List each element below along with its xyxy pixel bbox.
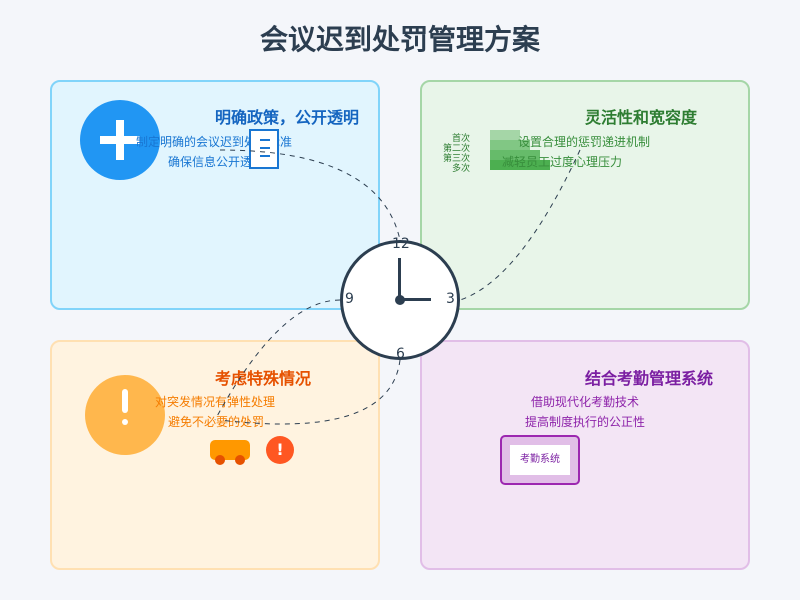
flexibility-title: 灵活性和宽容度 <box>585 108 698 127</box>
clock-center <box>395 295 405 305</box>
flexibility-line-1: 设置合理的惩罚递进机制 <box>518 135 651 149</box>
clock-hour-hand <box>398 258 401 300</box>
system-title: 结合考勤管理系统 <box>585 369 714 388</box>
clock-number-9: 9 <box>345 291 354 307</box>
clock-minute-hand <box>400 298 431 301</box>
connector-special-2 <box>219 359 401 425</box>
quadrant-system <box>420 340 750 570</box>
policy-title: 明确政策，公开透明 <box>215 108 360 127</box>
warning-icon <box>85 375 165 455</box>
step-bar-3 <box>490 150 540 160</box>
connector-policy <box>219 149 401 241</box>
clock-number-3: 3 <box>446 291 455 307</box>
clock-number-6: 6 <box>396 346 405 362</box>
step-bar-1 <box>490 130 520 140</box>
step-bar-2 <box>490 140 530 150</box>
step-label-4: 多次 <box>451 164 470 174</box>
system-line-2: 提高制度执行的公正性 <box>525 415 646 429</box>
plus-icon <box>80 100 160 180</box>
special-line-1: 对突发情况有弹性处理 <box>155 395 276 409</box>
step-label-3: 第三次 <box>442 154 470 164</box>
connector-flexibility <box>459 149 581 301</box>
step-label-2: 第二次 <box>442 144 470 154</box>
special-line-2: 避免不必要的处罚 <box>168 415 265 429</box>
step-label-1: 首次 <box>451 134 470 144</box>
car-icon <box>210 440 250 466</box>
clock-number-12: 12 <box>392 236 410 252</box>
alert-icon: ! <box>266 436 294 464</box>
special-title: 考虑特殊情况 <box>215 369 312 388</box>
flexibility-line-2: 减轻员工过度心理压力 <box>502 155 623 169</box>
system-screen-label: 考勤系统 <box>510 445 570 475</box>
policy-line-2: 确保信息公开透明 <box>168 155 265 169</box>
page-title: 会议迟到处罚管理方案 <box>259 23 540 56</box>
attendance-system-icon: 考勤系统 <box>500 435 580 485</box>
quadrant-flexibility <box>420 80 750 310</box>
document-icon <box>249 129 279 169</box>
connector-special-1 <box>214 299 341 421</box>
step-bar-4 <box>490 160 550 170</box>
system-line-1: 借助现代化考勤技术 <box>531 395 640 409</box>
